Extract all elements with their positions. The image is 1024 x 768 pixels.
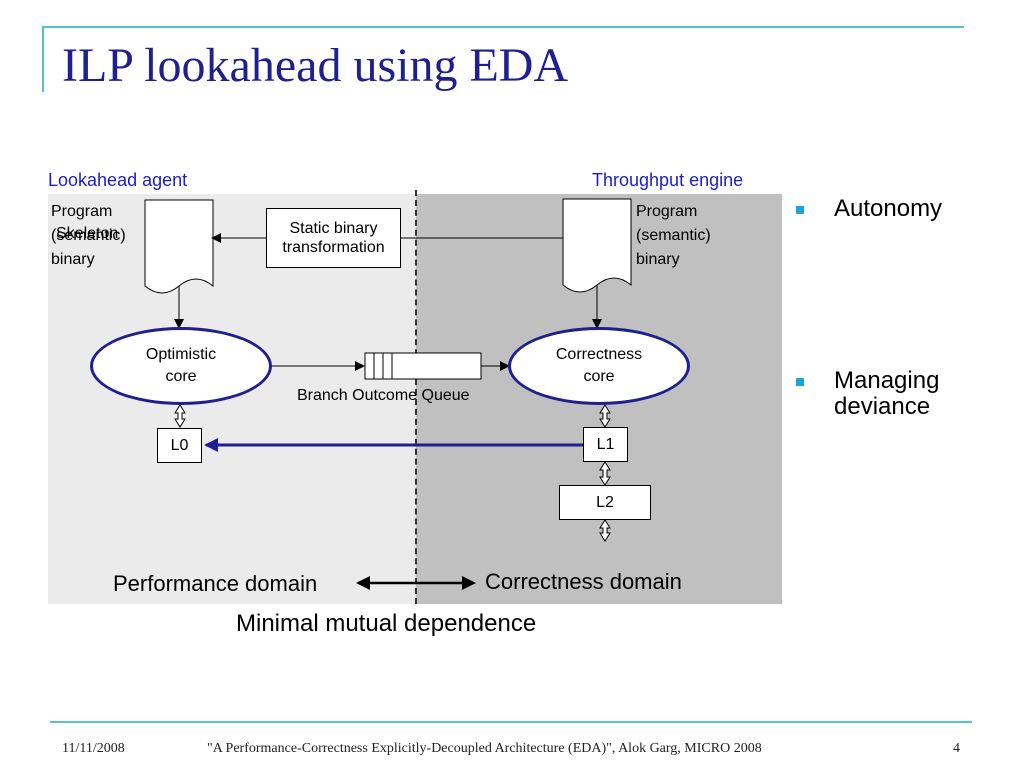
slide-title: ILP lookahead using EDA xyxy=(62,39,569,92)
right-program-line2: (semantic) xyxy=(636,227,711,244)
square-bullet-icon xyxy=(796,378,804,386)
square-bullet-icon xyxy=(796,206,804,214)
left-program-line2: (semantic) xyxy=(51,227,126,244)
minimal-mutual-dependence-label: Minimal mutual dependence xyxy=(236,610,537,637)
left-program-line3: binary xyxy=(51,251,95,268)
left-program-skeleton-overlay: Skeleton xyxy=(56,225,119,242)
domain-double-arrow xyxy=(356,576,476,590)
optimistic-core-line2: core xyxy=(165,368,197,385)
transform-line2: transformation xyxy=(282,239,385,256)
correctness-core: Correctness core xyxy=(508,327,690,405)
throughput-engine-label: Throughput engine xyxy=(592,170,744,190)
correctness-domain-label: Correctness domain xyxy=(485,569,682,594)
frame-top-rule xyxy=(42,26,964,28)
lookahead-agent-label: Lookahead agent xyxy=(48,170,188,190)
correctness-core-line2: core xyxy=(583,368,615,385)
frame-bottom-rule xyxy=(50,721,972,723)
l0-cache: L0 xyxy=(157,428,202,463)
performance-domain-label: Performance domain xyxy=(113,571,318,596)
l2-cache: L2 xyxy=(559,485,651,520)
branch-outcome-queue-label: Branch Outcome Queue xyxy=(297,387,470,404)
domain-divider xyxy=(415,190,417,604)
correctness-core-line1: Correctness xyxy=(555,345,643,363)
footer-citation: "A Performance-Correctness Explicitly-De… xyxy=(207,741,762,756)
frame-left-rule xyxy=(42,26,44,92)
footer-page-number: 4 xyxy=(953,741,960,756)
left-program-document xyxy=(144,199,214,294)
l2-memory-connector xyxy=(599,519,611,542)
optimistic-l0-connector xyxy=(174,404,186,428)
l1-l2-connector xyxy=(599,461,611,486)
right-program-line1: Program xyxy=(636,203,698,220)
optimistic-core: Optimistic core xyxy=(90,327,272,405)
static-binary-transformation-box: Static binary transformation xyxy=(266,208,401,268)
correctness-l1-connector xyxy=(599,404,611,428)
right-program-line3: binary xyxy=(636,251,680,268)
l1-cache: L1 xyxy=(583,427,628,462)
bullet-autonomy-text: Autonomy xyxy=(834,195,943,222)
bullet-managing-deviance-text: Managing deviance xyxy=(834,367,940,421)
footer-date: 11/11/2008 xyxy=(62,741,125,756)
optimistic-core-line1: Optimistic xyxy=(145,345,217,363)
transform-line1: Static binary xyxy=(289,219,378,237)
left-program-line1: Program xyxy=(51,203,113,220)
right-program-document xyxy=(562,198,632,293)
branch-outcome-queue xyxy=(364,352,482,380)
